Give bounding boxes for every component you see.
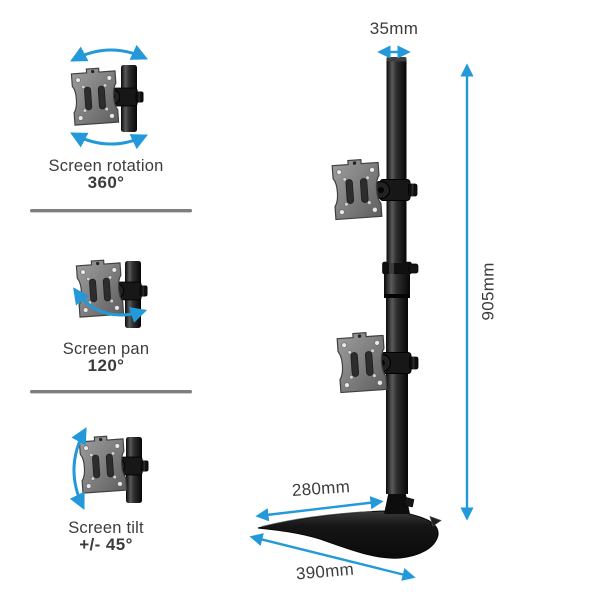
vesa-plate-icon	[75, 258, 125, 318]
divider-bottom	[30, 390, 192, 394]
screen-tilt-icon	[69, 427, 149, 510]
pole-base-collar	[384, 490, 410, 514]
vesa-plate-icon	[336, 330, 388, 394]
height-label: 905mm	[478, 262, 498, 321]
base-depth-arrow	[255, 496, 384, 522]
vesa-plate-icon	[78, 434, 128, 494]
base-plate	[257, 510, 439, 559]
tilt-value: +/- 45°	[79, 535, 133, 554]
pole-clamp-icon	[371, 178, 418, 202]
base-width-arrow	[249, 533, 416, 581]
rotation-arrow-top-icon	[70, 44, 148, 62]
dimension-arrows	[249, 45, 474, 581]
pole-upper	[386, 57, 407, 263]
rotation-value: 360°	[87, 173, 125, 192]
screen-rotation-icon	[70, 44, 148, 150]
pan-label: Screen pan	[62, 340, 150, 358]
divider-top	[30, 209, 192, 213]
base-clip	[429, 515, 442, 527]
vesa-plate-icon	[70, 66, 120, 126]
base-collar-lever	[404, 496, 415, 508]
pole-diameter-label: 35mm	[369, 19, 419, 38]
pan-arrow-icon	[73, 287, 148, 323]
tilt-label: Screen tilt	[68, 519, 144, 537]
vesa-plate-icon	[331, 157, 383, 221]
pole-collar-ring	[382, 261, 412, 275]
screen-pan-icon	[73, 258, 148, 328]
collar-knob	[408, 263, 419, 274]
rotation-arrow-bottom-icon	[70, 132, 148, 150]
rotation-label: Screen rotation	[48, 157, 164, 175]
tilt-arrow-icon	[69, 427, 87, 510]
pan-value: 120°	[87, 356, 125, 375]
pole-lower	[386, 296, 408, 494]
monitor-stand-graphic	[257, 57, 442, 559]
